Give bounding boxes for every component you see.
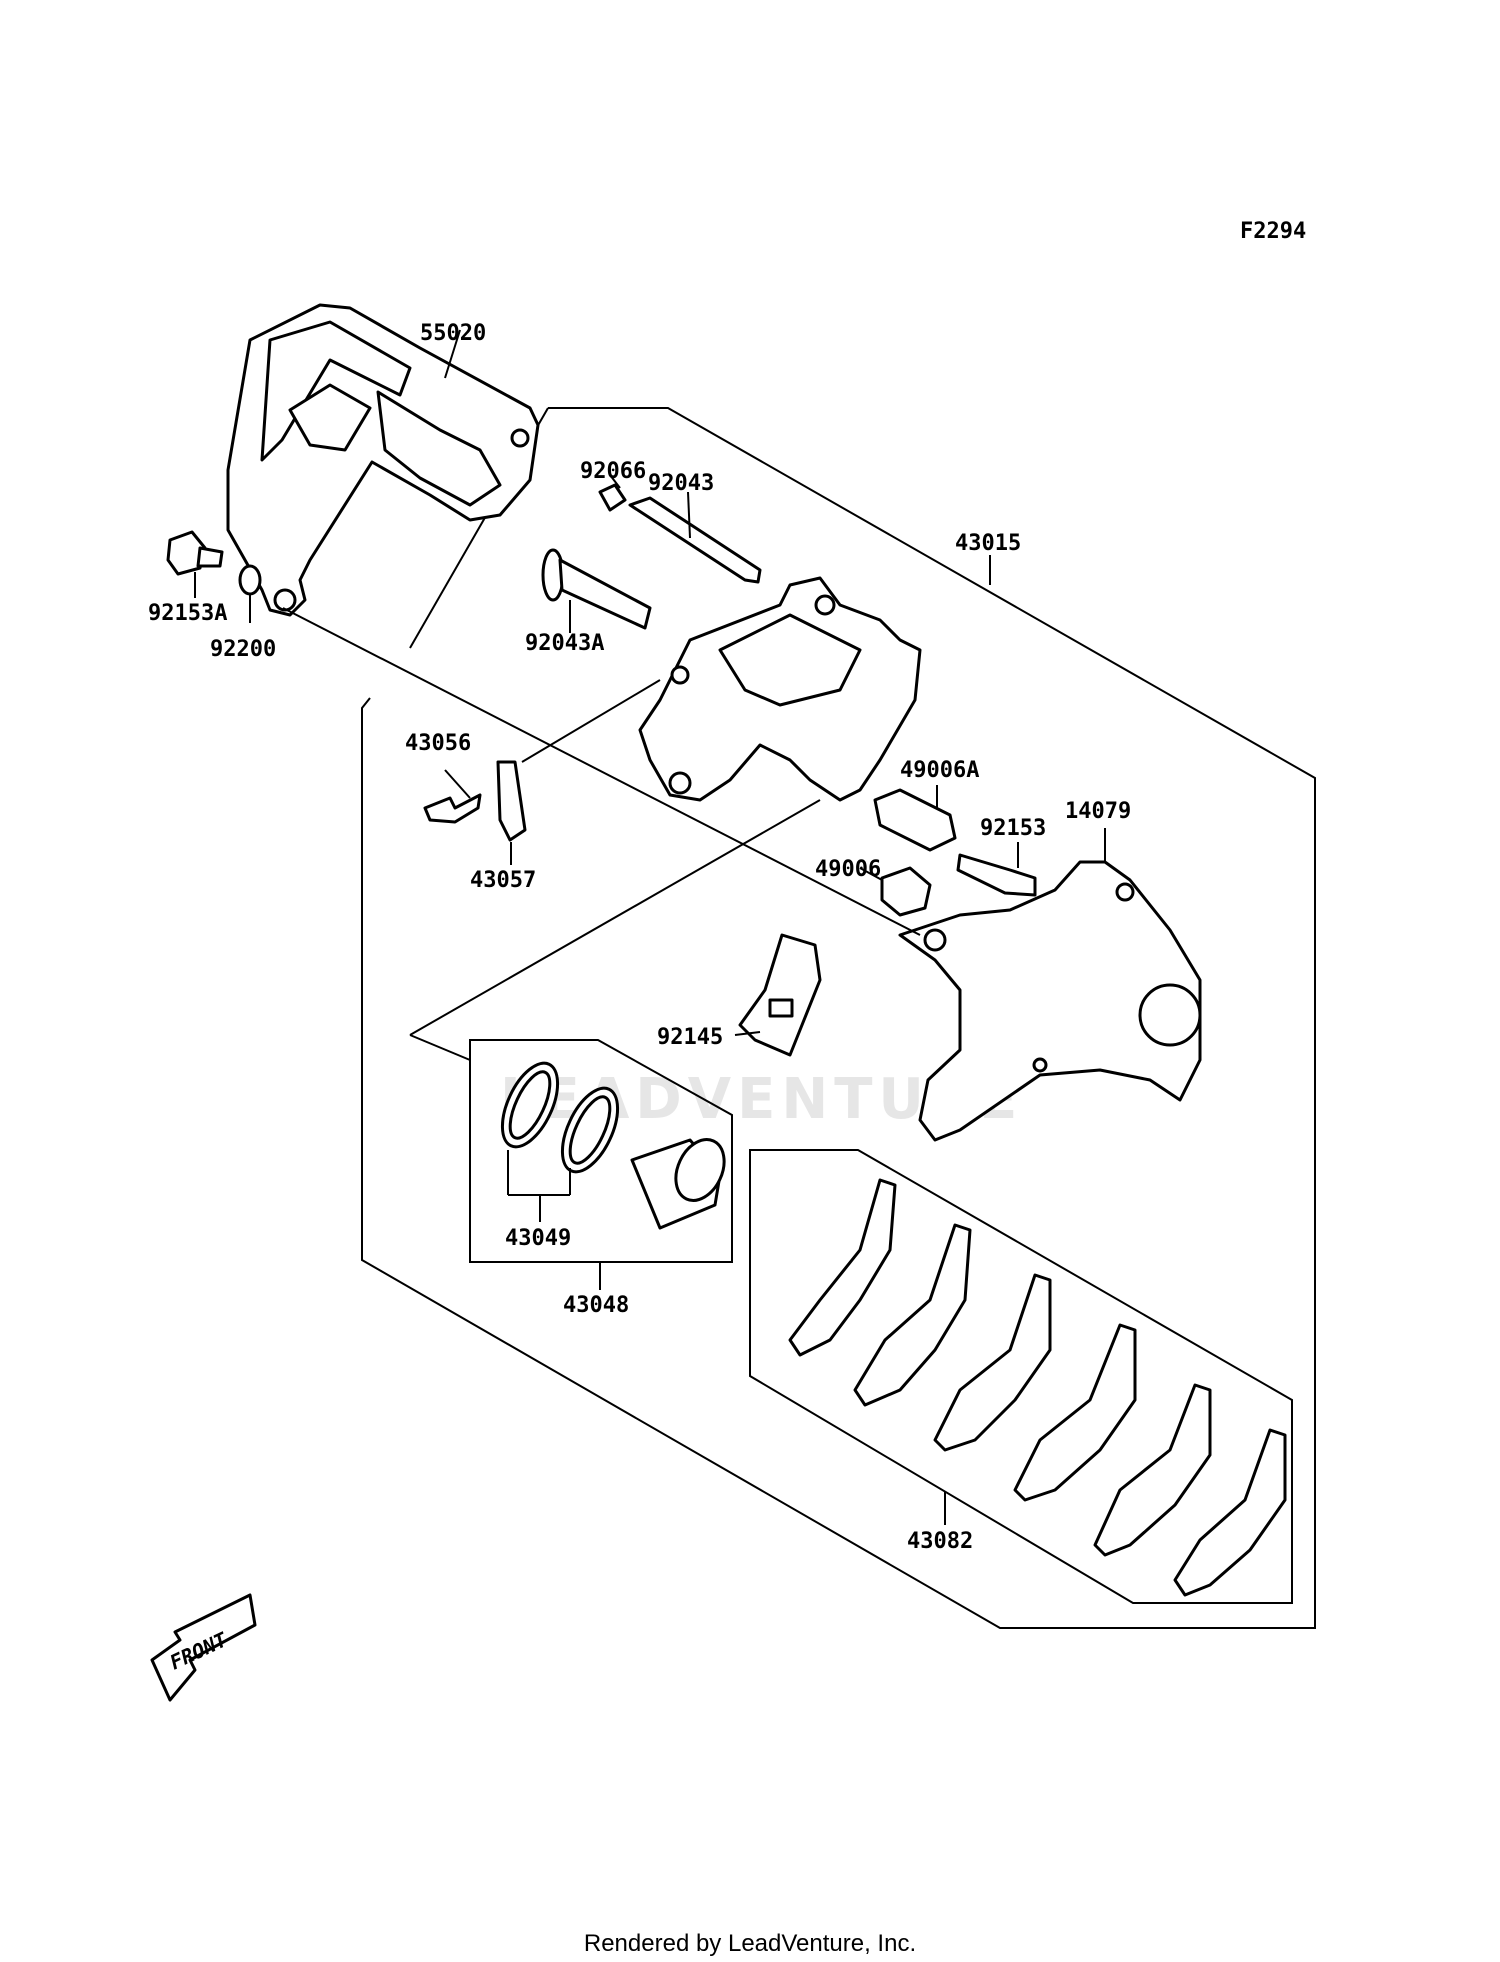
front-arrow: FRONT — [150, 1593, 257, 1702]
label-part-92153a: 92153A — [148, 601, 227, 626]
part-labels: F2294 55020 92066 92043 43015 92153A 922… — [148, 219, 1306, 1554]
label-part-92066: 92066 — [580, 459, 646, 484]
clip-92145 — [738, 933, 822, 1057]
label-part-43048: 43048 — [563, 1293, 629, 1318]
label-part-92145: 92145 — [657, 1025, 723, 1050]
assembly-outline-43048 — [469, 1039, 733, 1263]
label-part-43056: 43056 — [405, 731, 471, 756]
label-part-43082: 43082 — [907, 1529, 973, 1554]
label-part-55020: 55020 — [420, 321, 486, 346]
seals-43049 — [500, 1061, 620, 1174]
label-part-92043: 92043 — [648, 471, 714, 496]
bolt-92153a — [166, 530, 224, 576]
label-part-14079: 14079 — [1065, 799, 1131, 824]
holder-14079 — [898, 860, 1202, 1142]
label-part-43049: 43049 — [505, 1226, 571, 1251]
label-part-92153: 92153 — [980, 816, 1046, 841]
boot-49006a — [873, 788, 957, 852]
label-part-43057: 43057 — [470, 868, 536, 893]
piston — [630, 1138, 726, 1230]
washer-92200 — [238, 564, 262, 596]
pin-92066 — [598, 483, 627, 512]
footer-credit: Rendered by LeadVenture, Inc. — [583, 1930, 917, 1957]
label-part-92043a: 92043A — [525, 631, 604, 656]
caliper-body — [638, 576, 922, 802]
label-diagram-code: F2294 — [1240, 219, 1306, 244]
label-part-43015: 43015 — [955, 531, 1021, 556]
leader-lines — [194, 329, 1106, 1525]
brake-pads-43082 — [788, 1178, 1287, 1597]
bolt-92153 — [956, 853, 1037, 897]
boot-49006 — [880, 866, 932, 917]
pin-92043 — [628, 496, 762, 584]
bolt-92043a — [541, 548, 652, 630]
bracket-55020 — [226, 303, 540, 617]
clip-43057 — [496, 760, 527, 842]
label-part-49006: 49006 — [815, 857, 881, 882]
assembly-outline-43082 — [749, 1149, 1293, 1604]
assembly-outline-43015 — [361, 407, 1316, 1629]
bleeder-43056 — [423, 793, 482, 824]
label-part-49006a: 49006A — [900, 758, 979, 783]
label-part-92200: 92200 — [210, 637, 276, 662]
